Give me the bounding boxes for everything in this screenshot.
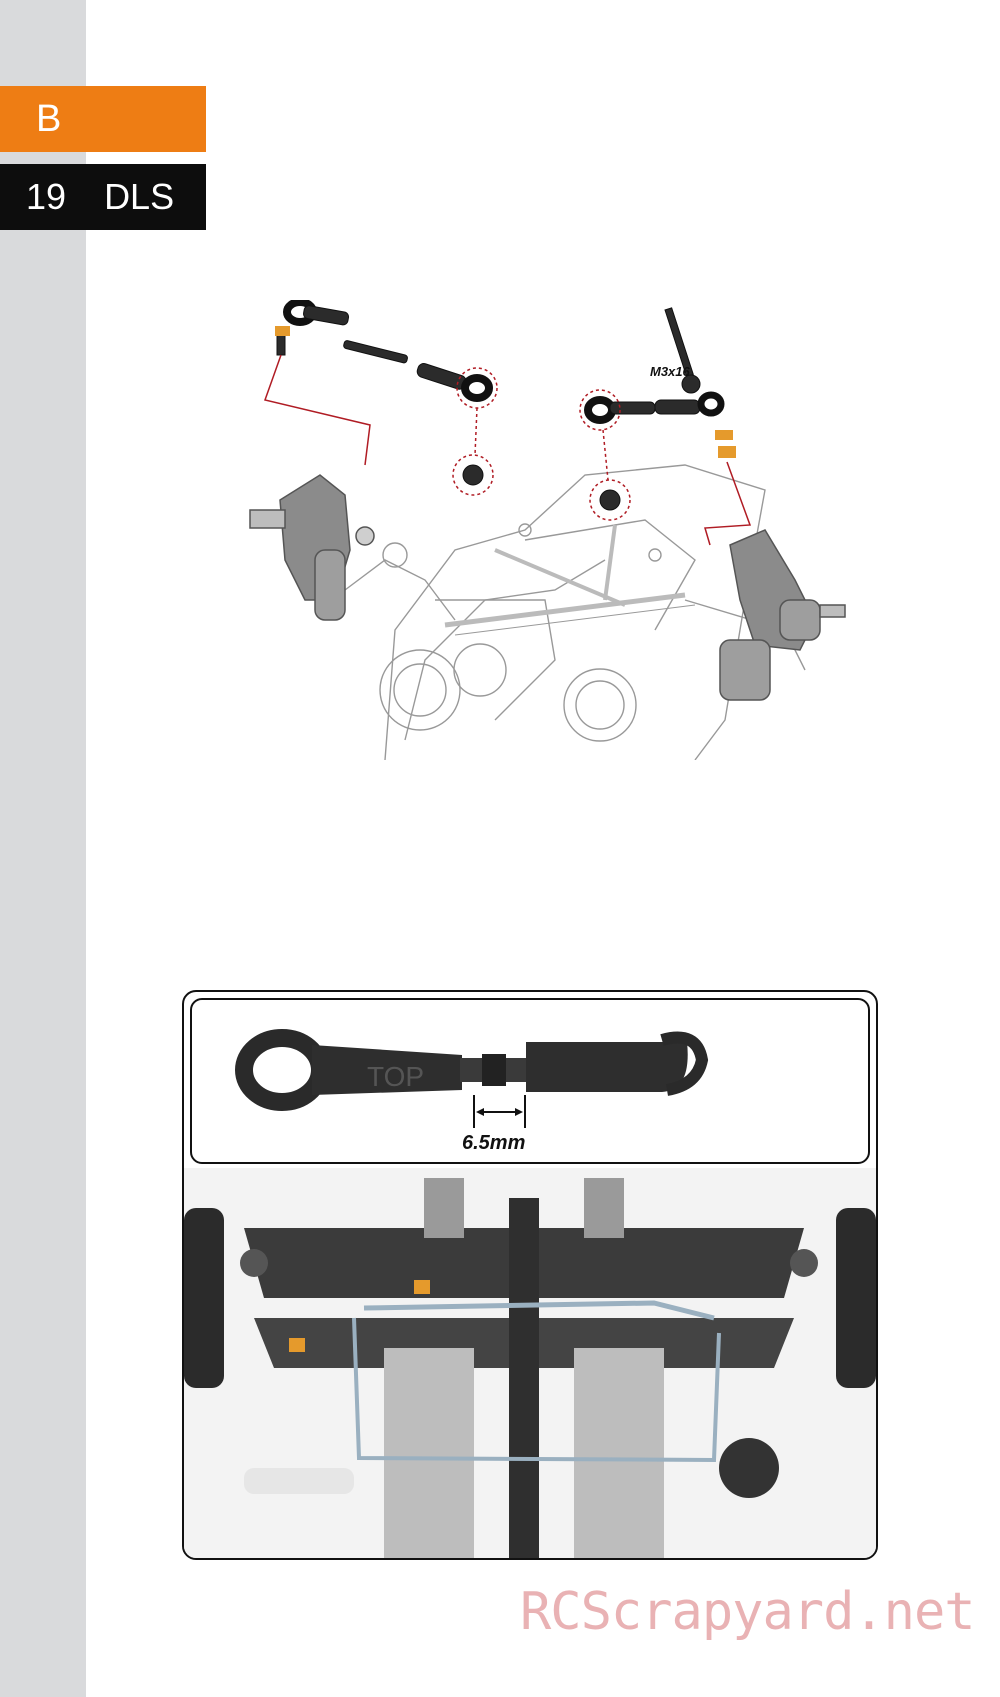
exploded-assembly-illustration [249, 300, 846, 760]
watermark: RCScrapyard.net [520, 1582, 976, 1642]
step-title: DLS [104, 176, 175, 217]
rod-length-measurement: 6.5mm [462, 1132, 526, 1154]
section-letter: B [36, 98, 62, 140]
step-number: 19 [26, 176, 67, 217]
step-tab: 19 DLS [0, 164, 206, 230]
rod-marking-text: TOP [367, 1061, 424, 1092]
rod-end-illustration: TOP [235, 1029, 709, 1128]
screw-size-label: M3x16 [650, 364, 690, 379]
side-strip [0, 0, 86, 1697]
chassis-detail-photo [184, 1168, 876, 1558]
detail-frame: TOP 6.5mm [182, 990, 878, 1560]
rod-length-inset: TOP 6.5mm [190, 998, 870, 1164]
section-tab: B [0, 86, 206, 152]
